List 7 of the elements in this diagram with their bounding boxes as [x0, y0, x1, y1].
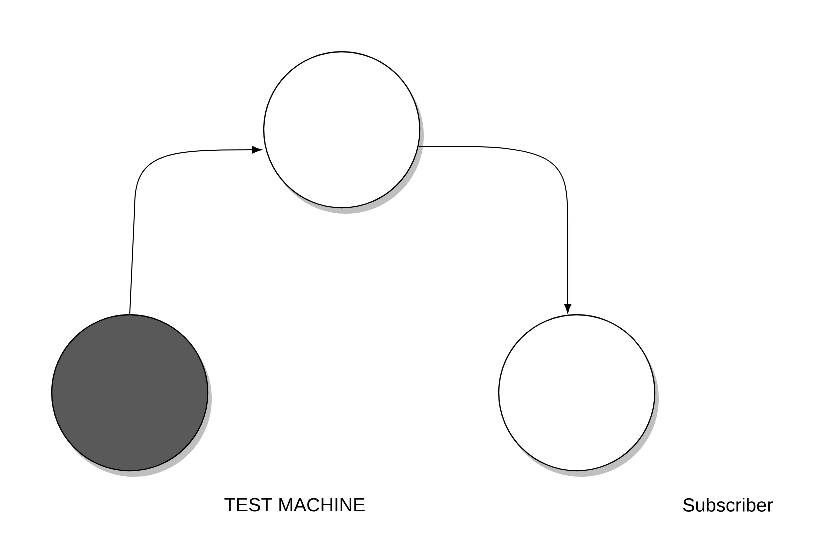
- circle-node: [498, 314, 656, 472]
- node-caption: TEST MACHINE: [224, 498, 365, 512]
- arrow: [130, 146, 262, 315]
- circle-node: [51, 314, 209, 472]
- arrow: [418, 146, 572, 314]
- node-caption: Subscriber: [683, 498, 774, 512]
- circle-node: [263, 51, 421, 209]
